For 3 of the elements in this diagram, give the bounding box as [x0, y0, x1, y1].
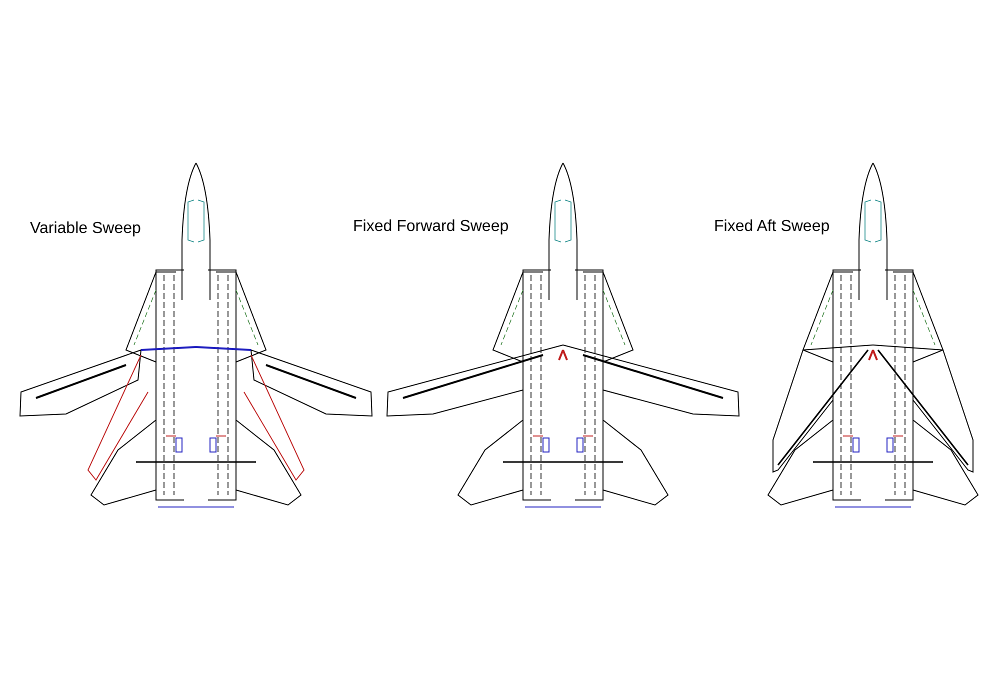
configuration-label: Fixed Aft Sweep — [714, 218, 830, 236]
configuration-label: Variable Sweep — [30, 220, 141, 238]
configuration-label: Fixed Forward Sweep — [353, 218, 509, 236]
